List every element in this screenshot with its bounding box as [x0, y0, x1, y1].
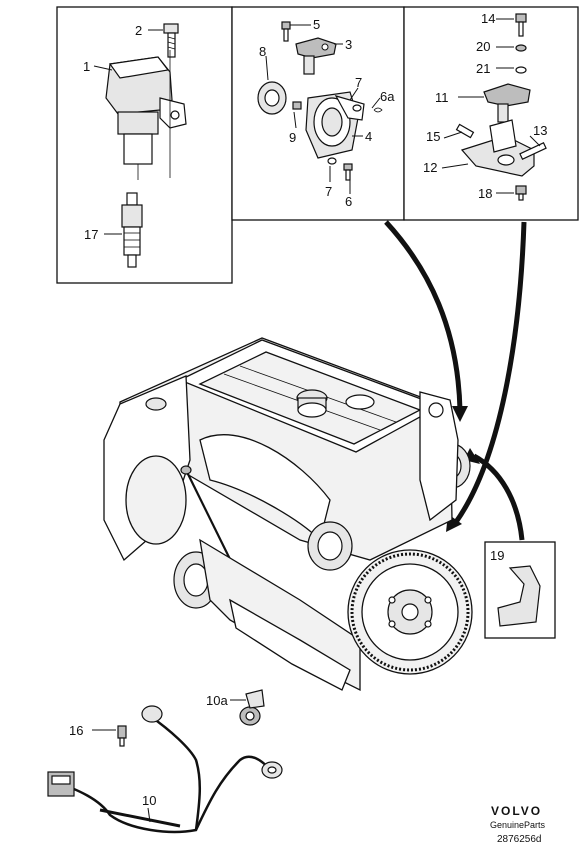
- bracket-19: [497, 565, 541, 627]
- callout-11: 11: [435, 90, 449, 105]
- callout-5: 5: [313, 17, 320, 32]
- callout-10: 10: [142, 793, 156, 808]
- inset-cam-sensor-housing: 5 3 8 7 6a 9 4 7 6: [231, 6, 405, 221]
- callout-3: 3: [345, 37, 352, 52]
- intake-manifold: [199, 434, 331, 542]
- inset-ignition-coil: 1 2 17: [56, 6, 233, 284]
- crankshaft-sensor: [483, 83, 531, 123]
- sensor-bracket: [460, 119, 535, 177]
- bolt-16: [117, 725, 127, 739]
- washer-7-upper: [352, 104, 362, 112]
- brand-logo: VOLVO: [491, 804, 542, 818]
- callout-6: 6: [345, 194, 352, 209]
- clip-6a: [373, 107, 383, 113]
- inset-bracket: 19: [484, 541, 556, 639]
- callout-9: 9: [289, 130, 296, 145]
- callout-21: 21: [476, 61, 490, 76]
- callout-12: 12: [423, 160, 437, 175]
- washer-20: [515, 44, 527, 52]
- bolt-18: [515, 185, 527, 201]
- coil-bolt: [163, 23, 179, 58]
- callout-16: 16: [69, 723, 83, 738]
- engine-block: [103, 337, 471, 692]
- knock-sensor-harness: [47, 705, 283, 834]
- harness-end-upper: [141, 705, 163, 723]
- callout-7-upper: 7: [355, 75, 362, 90]
- flywheel: [347, 549, 473, 675]
- pointer-arrows: [384, 220, 527, 541]
- screw-9: [292, 101, 302, 110]
- callout-13: 13: [533, 123, 547, 138]
- brand-tagline: GenuineParts: [490, 820, 546, 830]
- callout-8: 8: [259, 44, 266, 59]
- callout-19: 19: [490, 548, 504, 563]
- pin-15: [455, 123, 475, 139]
- callout-6a: 6a: [380, 89, 395, 104]
- callout-14: 14: [481, 11, 495, 26]
- callout-17: 17: [84, 227, 98, 242]
- inset-crank-sensor-bracket: 14 20 21 11 13 15 12 18: [403, 6, 579, 221]
- callout-2: 2: [135, 23, 142, 38]
- callout-15: 15: [426, 129, 440, 144]
- ignition-coil: [105, 50, 187, 180]
- callout-20: 20: [476, 39, 490, 54]
- reference-number: 2876256d: [497, 834, 542, 845]
- o-ring-21: [515, 66, 527, 74]
- knock-sensor: [239, 689, 265, 726]
- bolt-14: [515, 13, 527, 37]
- sensor-housing: [305, 91, 365, 159]
- washer-7-lower: [327, 157, 337, 165]
- bolt-13: [519, 141, 547, 161]
- callout-1: 1: [83, 59, 90, 74]
- spark-plug: [121, 192, 143, 268]
- callout-18: 18: [478, 186, 492, 201]
- bearing: [257, 81, 287, 115]
- bolt-6: [343, 163, 353, 181]
- callout-10a: 10a: [206, 693, 228, 708]
- camshaft-sensor: [295, 37, 337, 75]
- callout-7-lower: 7: [325, 184, 332, 199]
- callout-4: 4: [365, 129, 372, 144]
